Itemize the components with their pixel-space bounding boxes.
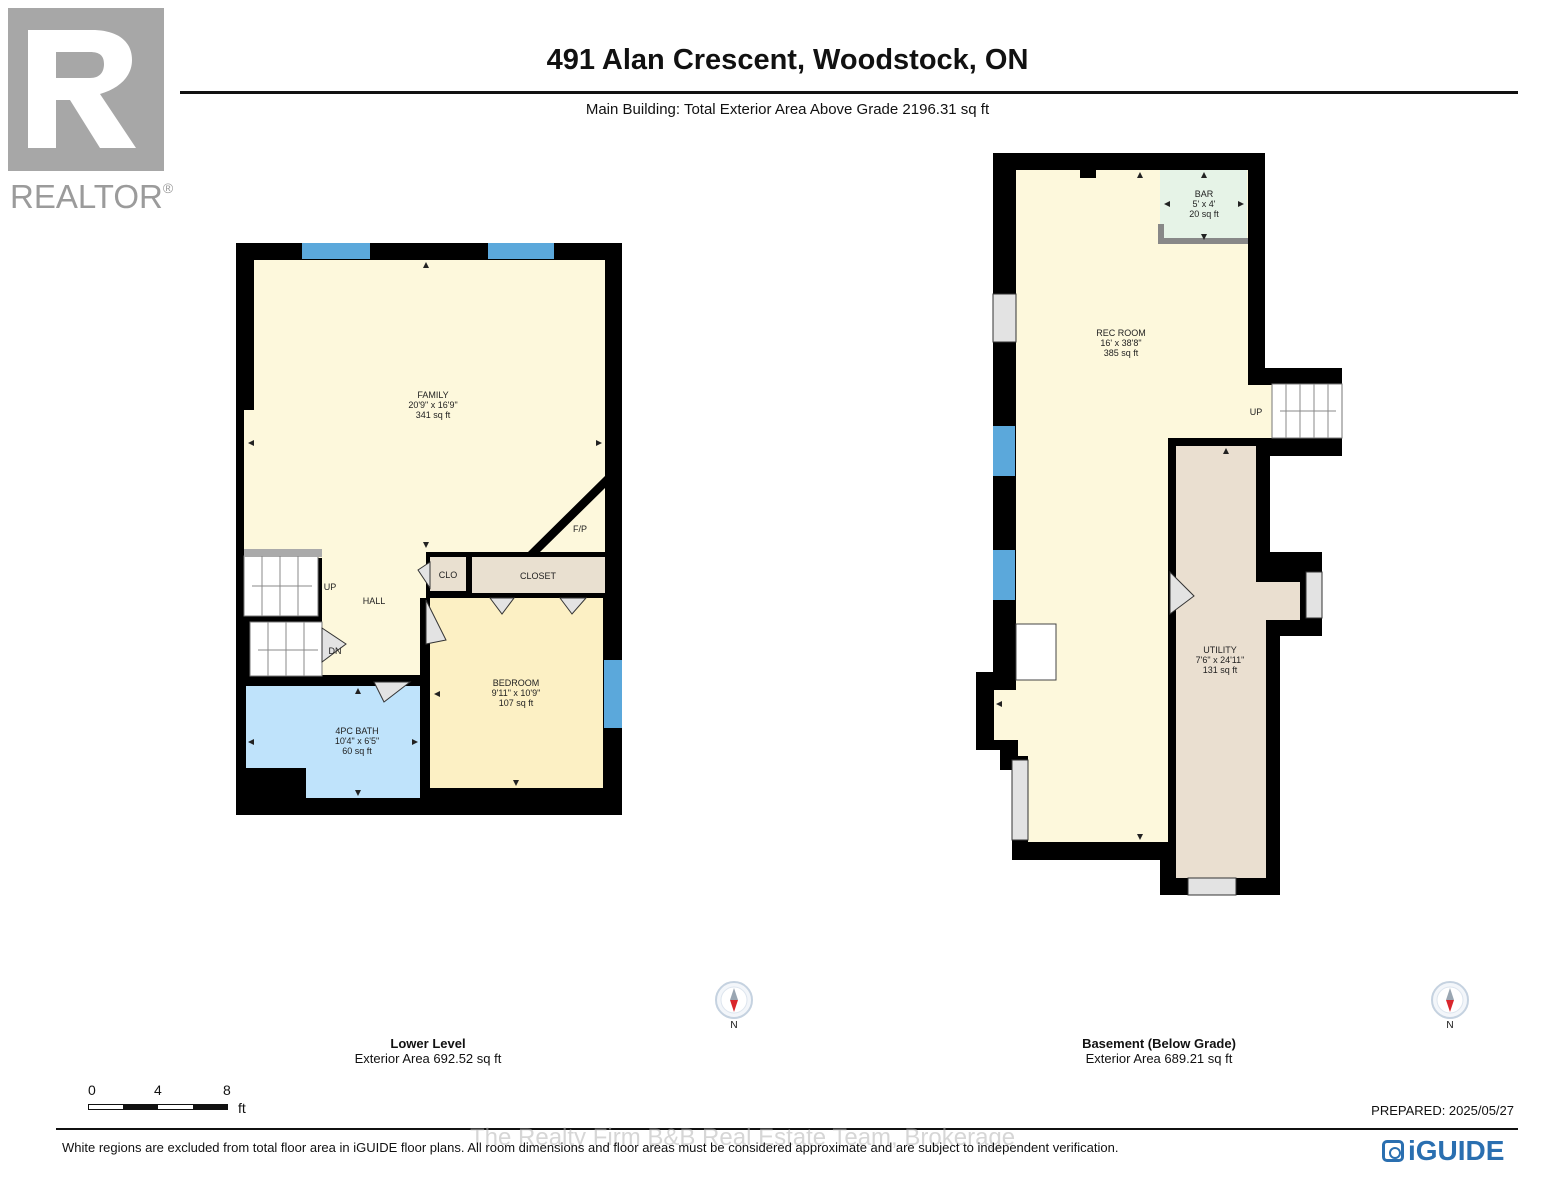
bath-room (246, 686, 420, 798)
fireplace-area (540, 488, 605, 552)
lower-level-name: Lower Level (390, 1036, 466, 1051)
basement-compass (1430, 980, 1470, 1034)
lower-level-plan: FAMILY 20'9" x 16'9" 341 sq ft F/P CLO C… (236, 243, 622, 815)
scale-tick-8: 8 (223, 1082, 231, 1098)
stairs-down-label: DN (329, 646, 342, 656)
bedroom-area: 107 sq ft (499, 698, 534, 708)
iguide-logo: iGUIDE (1382, 1135, 1504, 1167)
basement-stairs-treads (1280, 384, 1336, 438)
scale-segment (123, 1104, 158, 1110)
bar-dims: 5' x 4' (1193, 199, 1216, 209)
utility-room (1176, 446, 1300, 878)
scale-tick-4: 4 (154, 1082, 162, 1098)
rec-label: REC ROOM (1096, 328, 1146, 338)
lower-level-area: Exterior Area 692.52 sq ft (354, 1051, 502, 1066)
bar-area: 20 sq ft (1189, 209, 1219, 219)
family-label: FAMILY (417, 390, 448, 400)
stairs-rail (244, 549, 322, 557)
closet-room (472, 557, 605, 593)
bath-area: 60 sq ft (342, 746, 372, 756)
rec-area: 385 sq ft (1104, 348, 1139, 358)
bath-label: 4PC BATH (335, 726, 378, 736)
stairs-up-treads (252, 556, 312, 616)
prepared-date: PREPARED: 2025/05/27 (1371, 1103, 1514, 1118)
bar-room (1160, 170, 1247, 244)
hall-label: HALL (363, 596, 386, 606)
bar-counter (1158, 238, 1248, 244)
window (993, 426, 1015, 476)
lower-compass-label: N (730, 1020, 738, 1031)
bar-counter (1158, 224, 1164, 244)
basement-name: Basement (Below Grade) (1082, 1036, 1236, 1051)
window (488, 243, 554, 259)
clo-label: CLO (439, 570, 458, 580)
iguide-brand: iGUIDE (1408, 1135, 1505, 1166)
excluded-area (1015, 623, 1057, 681)
basement-area: Exterior Area 689.21 sq ft (1085, 1051, 1233, 1066)
closet-label: CLOSET (520, 571, 557, 581)
lower-level-caption: Lower Level Exterior Area 692.52 sq ft (278, 1036, 578, 1066)
basement-plan: REC ROOM 16' x 38'8" 385 sq ft BAR 5' x … (976, 153, 1343, 896)
disclaimer-text: White regions are excluded from total fl… (62, 1140, 1119, 1155)
family-room (244, 260, 605, 675)
window (302, 243, 370, 259)
stairs-down-treads (258, 622, 318, 676)
basement-caption: Basement (Below Grade) Exterior Area 689… (1009, 1036, 1309, 1066)
brokerage-watermark: The Realty Firm B&B Real Estate Team, Br… (470, 1124, 1016, 1151)
clo-room (430, 557, 466, 591)
page-subtitle: Main Building: Total Exterior Area Above… (585, 101, 990, 118)
scale-tick-0: 0 (88, 1082, 96, 1098)
iguide-icon (1382, 1140, 1404, 1162)
footer-divider (56, 1128, 1518, 1130)
doors (321, 561, 588, 703)
wall-post (1080, 170, 1096, 178)
scale-bar: 0 4 8 ft (88, 1082, 268, 1122)
rec-dims: 16' x 38'8" (1100, 338, 1141, 348)
scale-segment (193, 1104, 228, 1110)
basement-dimension-markers (996, 172, 1244, 840)
utility-area: 131 sq ft (1203, 665, 1238, 675)
window (993, 550, 1015, 600)
bath-dims: 10'4" x 6'5" (335, 736, 379, 746)
utility-dims: 7'6" x 24'11" (1196, 655, 1245, 665)
bedroom-label: BEDROOM (493, 678, 540, 688)
window (604, 660, 622, 728)
lower-compass (714, 980, 754, 1034)
realtor-logo: REALTOR® (8, 8, 173, 215)
utility-label: UTILITY (1203, 645, 1237, 655)
scale-unit: ft (238, 1100, 246, 1116)
bedroom-room (430, 598, 603, 788)
basement-compass-label: N (1446, 1020, 1454, 1031)
floor-plans: FAMILY 20'9" x 16'9" 341 sq ft F/P CLO C… (236, 153, 1343, 896)
basement-doors (992, 293, 1323, 896)
rec-room (994, 170, 1272, 842)
bar-label: BAR (1195, 189, 1214, 199)
stairs-up-label: UP (324, 582, 337, 592)
basement-stairs-label: UP (1250, 407, 1263, 417)
realtor-logo-word: REALTOR® (10, 178, 174, 215)
bedroom-dims: 9'11" x 10'9" (492, 688, 541, 698)
fp-label: F/P (573, 524, 587, 534)
family-dims: 20'9" x 16'9" (408, 400, 457, 410)
dimension-markers (248, 262, 602, 796)
family-area: 341 sq ft (416, 410, 451, 420)
page-title: 491 Alan Crescent, Woodstock, ON (546, 44, 1029, 76)
title-divider (180, 91, 1518, 94)
realtor-logo-mark (8, 8, 164, 171)
